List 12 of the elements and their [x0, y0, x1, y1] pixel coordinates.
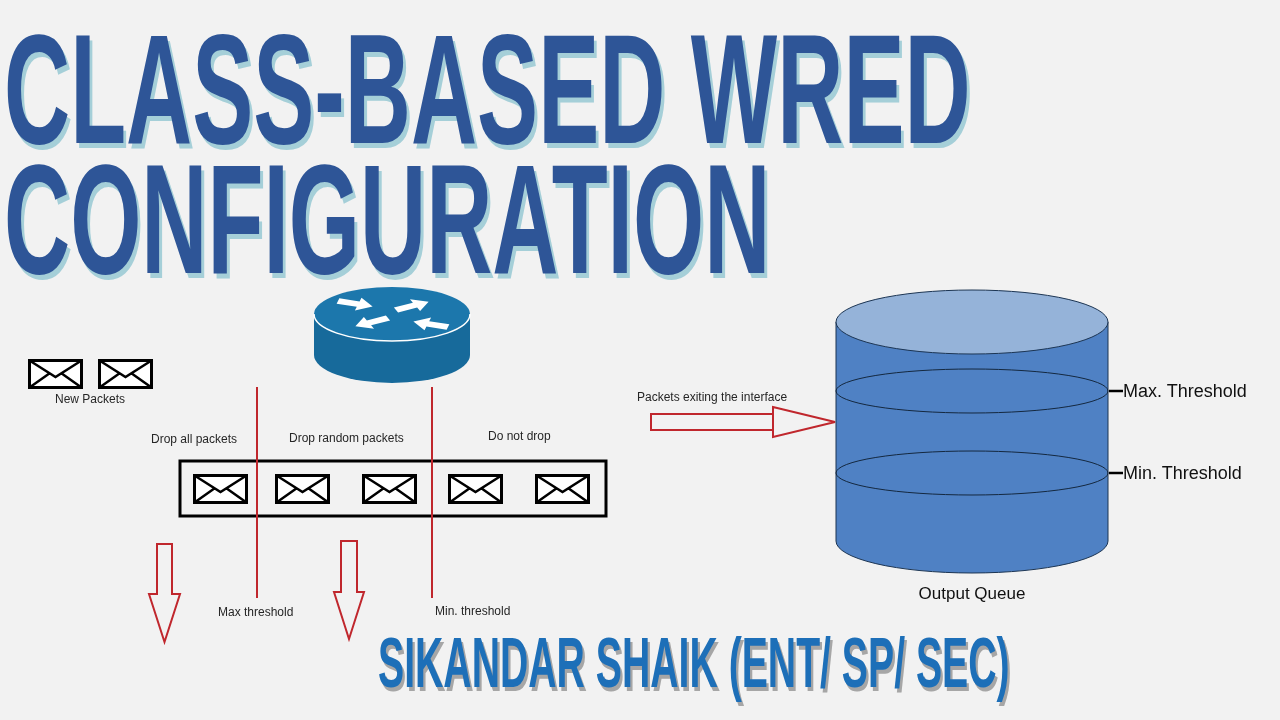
- arrow: [650, 406, 836, 438]
- edge-label: Packets exiting the interface: [637, 390, 788, 404]
- zone-label: Drop random packets: [289, 431, 404, 445]
- threshold-label: Max threshold: [218, 605, 294, 619]
- zone-label: Drop all packets: [151, 432, 238, 446]
- packets-label: New Packets: [55, 392, 126, 406]
- title: CLASS-BASED WRED CONFIGURATION: [4, 24, 972, 284]
- threshold-label: Min. Threshold: [1123, 462, 1242, 484]
- threshold-label: Min. threshold: [435, 604, 511, 618]
- caption: SIKANDAR SHAIK (ENT/ SP/ SEC): [378, 625, 1010, 701]
- zone-label: Do not drop: [488, 429, 551, 443]
- threshold-label: Max. Threshold: [1123, 380, 1247, 402]
